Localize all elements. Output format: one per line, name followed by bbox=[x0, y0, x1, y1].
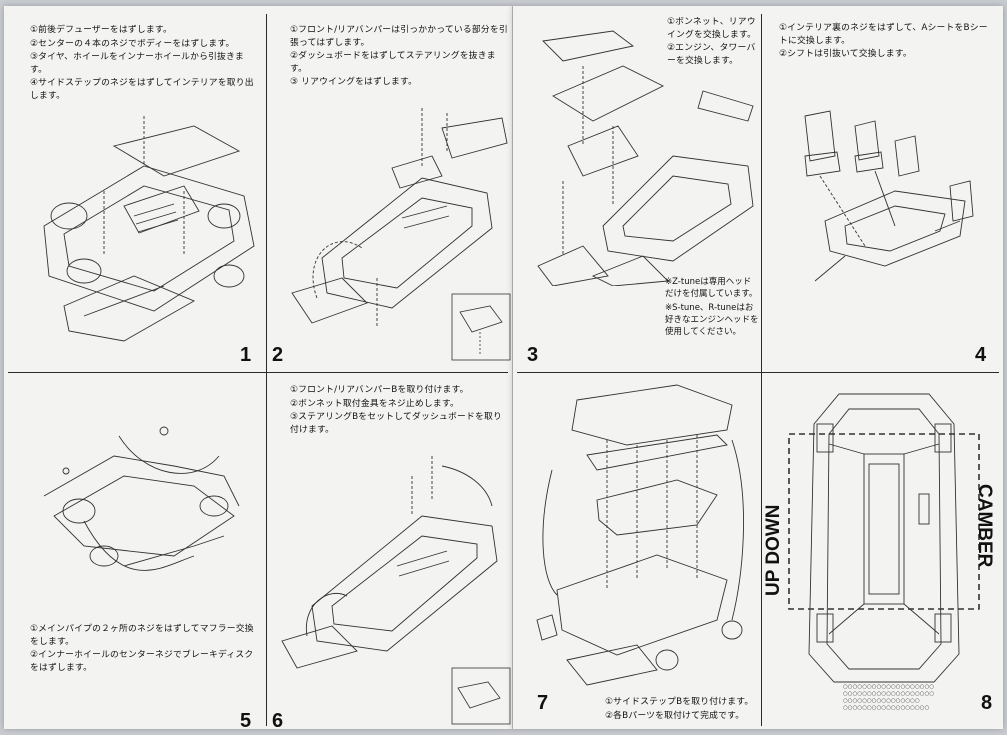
step-2-line-3: ③ リアウイングをはずします。 bbox=[290, 77, 418, 87]
step-2-instructions: ①フロント/リアバンパーは引っかかっている部分を引張ってはずします。 ②ダッシュ… bbox=[290, 24, 508, 90]
step-1-line-2: ②センターの４本のネジでボディーをはずします。 bbox=[30, 38, 235, 49]
step-1-line-4: ④サイドステップのネジをはずしてインテリアを取り出します。 bbox=[30, 78, 254, 101]
step-2-line-2: ②ダッシュボードをはずしてステアリングを抜きます。 bbox=[290, 51, 496, 74]
step-1-exploded-chassis-drawing bbox=[43, 116, 255, 342]
step-3-number: 3 bbox=[527, 344, 539, 366]
step-3-hood-engine-drawing bbox=[537, 30, 754, 286]
up-down-label: UP DOWN bbox=[763, 504, 784, 596]
panel-divider-horizontal bbox=[517, 372, 999, 373]
step-1-instructions: ①前後デフューザーをはずします。 ②センターの４本のネジでボディーをはずします。… bbox=[30, 24, 258, 103]
step-6-line-3: ③ステアリングBをセットしてダッシュボードを取り付けます。 bbox=[290, 412, 502, 435]
camber-label: CAMBER bbox=[974, 484, 995, 568]
step-4-instructions: ①インテリア裏のネジをはずして、AシートをBシートに交換します。 ②シフトは引抜… bbox=[779, 22, 995, 62]
step-3-instructions: ①ボンネット、リアウイングを交換します。 ②エンジン、タワーバーを交換します。 bbox=[667, 16, 759, 68]
step-3-note-s-r-tune: ※S-tune、R-tuneはお好きなエンジンヘッドを使用してください。 bbox=[665, 303, 759, 337]
step-6-line-2: ②ボンネット取付金具をネジ止めします。 bbox=[290, 398, 459, 409]
step-5-line-1: ①メインパイプの２ヶ所のネジをはずしてマフラー交換をします。 bbox=[30, 624, 254, 647]
step-4-line-1: ①インテリア裏のネジをはずして、AシートをBシートに交換します。 bbox=[779, 23, 988, 46]
step-7-line-1: ①サイドステップBを取り付けます。 bbox=[605, 697, 754, 707]
panel-divider-vertical bbox=[266, 14, 267, 726]
step-6-detail-inset bbox=[451, 667, 511, 725]
step-3-note-z-tune: ※Z-tuneは専用ヘッドだけを付属しています。 bbox=[665, 277, 758, 299]
step-7-final-assembly-drawing bbox=[536, 384, 744, 686]
step-4-line-2: ②シフトは引抜いて交換します。 bbox=[779, 49, 912, 59]
step-6-assembly-drawing bbox=[281, 456, 498, 669]
step-1-line-3: ③タイヤ、ホイールをインナーホイールから引抜きます。 bbox=[30, 52, 245, 75]
step-8-number: 8 bbox=[981, 692, 993, 714]
step-4-number: 4 bbox=[975, 344, 987, 366]
step-7-line-2: ②各Bパーツを取付けて完成です。 bbox=[605, 710, 745, 721]
fine-print-line-4: ○○○○○○○○○○○○○○○○○○ bbox=[843, 705, 930, 711]
step-2-line-1: ①フロント/リアバンパーは引っかかっている部分を引張ってはずします。 bbox=[290, 25, 508, 48]
step-8-fine-print: ○○○○○○○○○○○○○○○○○○○ ○○○○○○○○○○○○○○○○○○○ … bbox=[843, 684, 963, 712]
step-3-notes: ※Z-tuneは専用ヘッドだけを付属しています。 ※S-tune、R-tuneは… bbox=[665, 276, 759, 338]
step-6-instructions: ①フロント/リアバンパーBを取り付けます。 ②ボンネット取付金具をネジ止めします… bbox=[290, 384, 508, 437]
step-3-line-1: ①ボンネット、リアウイングを交換します。 bbox=[667, 17, 757, 40]
panel-divider-vertical bbox=[761, 14, 762, 726]
step-5-number: 5 bbox=[240, 710, 252, 732]
step-4-interior-seat-drawing bbox=[804, 110, 974, 282]
left-page: ①前後デフューザーをはずします。 ②センターの４本のネジでボディーをはずします。… bbox=[4, 6, 513, 732]
step-6-line-1: ①フロント/リアバンパーBを取り付けます。 bbox=[290, 385, 469, 395]
fine-print-line-1: ○○○○○○○○○○○○○○○○○○○ bbox=[843, 684, 935, 690]
step-5-muffler-brake-drawing bbox=[43, 426, 240, 571]
fine-print-line-3: ○○○○○○○○○○○○○○○○ bbox=[843, 698, 920, 704]
panel-divider-horizontal bbox=[8, 372, 508, 373]
step-1-line-1: ①前後デフューザーをはずします。 bbox=[30, 25, 172, 35]
step-2-detail-inset bbox=[451, 293, 511, 361]
step-3-line-2: ②エンジン、タワーバーを交換します。 bbox=[667, 43, 756, 66]
step-7-instructions: ①サイドステップBを取り付けます。 ②各Bパーツを取付けて完成です。 bbox=[605, 696, 761, 723]
step-1-number: 1 bbox=[240, 344, 252, 366]
step-5-instructions: ①メインパイプの２ヶ所のネジをはずしてマフラー交換をします。 ②インナーホイール… bbox=[30, 623, 258, 675]
step-7-number: 7 bbox=[537, 692, 549, 714]
step-5-line-2: ②インナーホイールのセンターネジでブレーキディスクをはずします。 bbox=[30, 650, 254, 673]
step-6-number: 6 bbox=[272, 710, 284, 732]
step-2-exploded-body-drawing bbox=[291, 108, 508, 328]
right-page: ①ボンネット、リアウイングを交換します。 ②エンジン、タワーバーを交換します。 … bbox=[513, 6, 1003, 729]
step-8-chassis-top-view bbox=[788, 393, 980, 683]
fine-print-line-2: ○○○○○○○○○○○○○○○○○○○ bbox=[843, 691, 935, 697]
step-2-number: 2 bbox=[272, 344, 284, 366]
